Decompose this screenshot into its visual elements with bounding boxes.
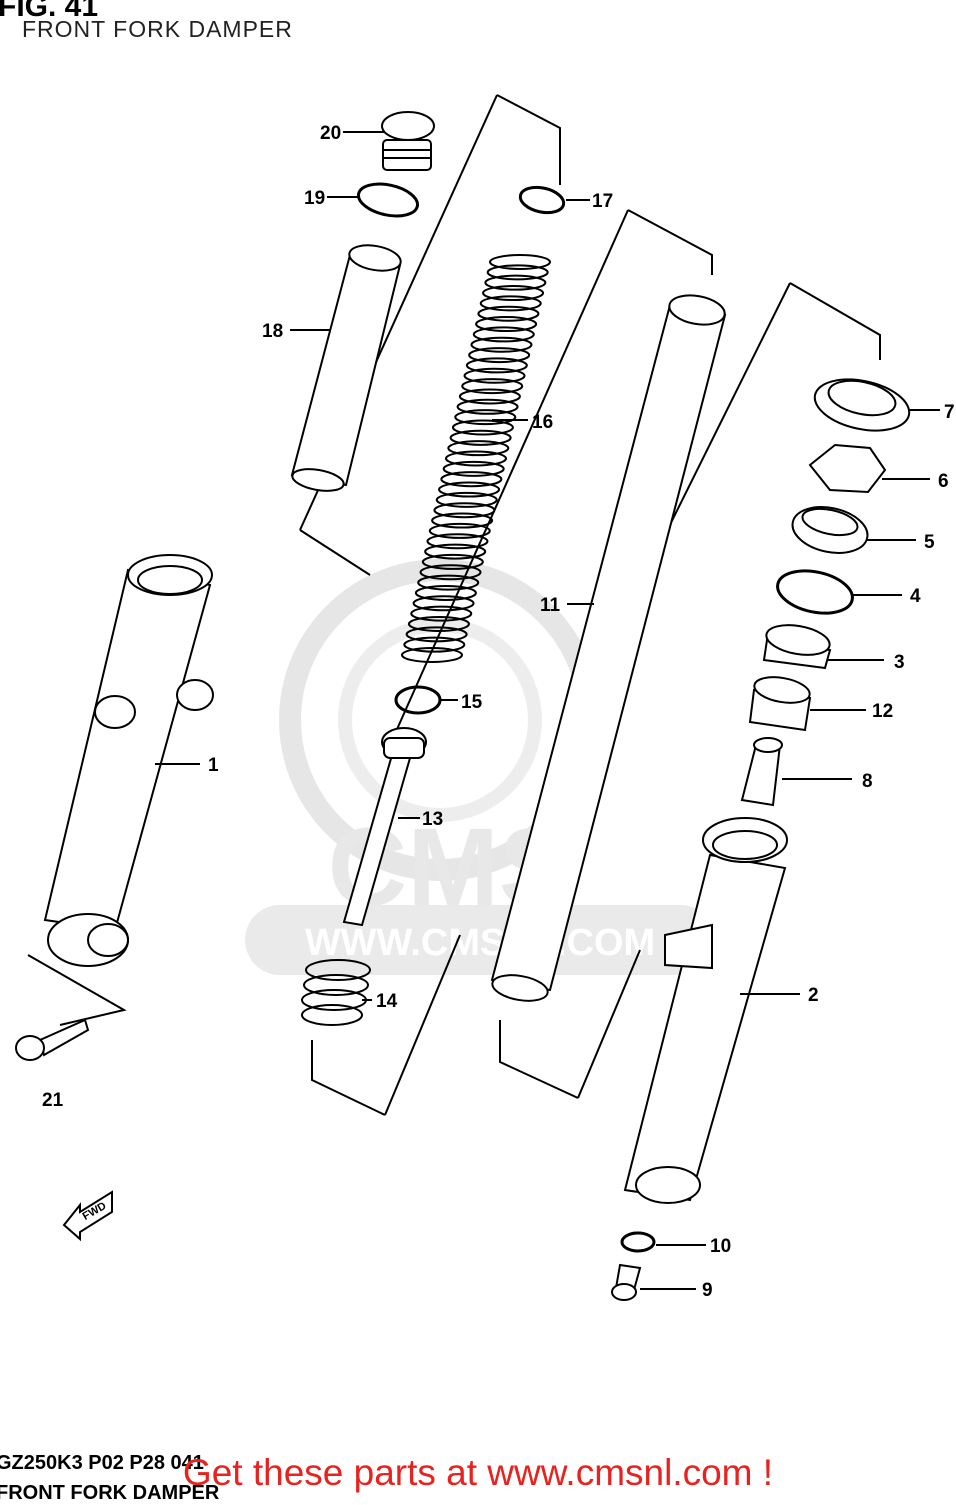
part-washer-10 — [620, 1231, 656, 1253]
callout-10: 10 — [710, 1236, 731, 1257]
part-outer-tube-left — [43, 554, 214, 967]
callout-13: 13 — [422, 809, 443, 830]
callout-4: 4 — [910, 586, 921, 607]
part-stopper-ring — [808, 443, 887, 494]
part-bushing-3 — [762, 624, 832, 670]
part-bolt-9 — [611, 1263, 642, 1301]
part-washer-4 — [776, 569, 854, 615]
part-spacer — [290, 244, 402, 492]
fwd-arrow-icon: FWD — [62, 1190, 113, 1242]
part-rebound-spring — [301, 959, 371, 1026]
part-outer-tube-right — [623, 817, 788, 1204]
part-inner-tube — [490, 294, 727, 1002]
callout-8: 8 — [862, 771, 873, 792]
figure-title: FRONT FORK DAMPER — [22, 16, 293, 42]
watermark: CMS WWW.CMSNL.COM — [245, 559, 715, 975]
callout-5: 5 — [924, 532, 935, 553]
part-fork-spring — [401, 254, 552, 663]
part-bolt-21 — [15, 1018, 90, 1061]
callout-14: 14 — [376, 991, 398, 1012]
callout-19: 19 — [304, 188, 325, 209]
promo-link[interactable]: Get these parts at www.cmsnl.com ! — [182, 1452, 774, 1493]
callout-20: 20 — [320, 123, 341, 144]
callout-labels: 20 19 17 18 16 11 15 13 14 1 21 7 6 5 4 … — [42, 123, 955, 1301]
figure-number: FIG. 41 — [0, 0, 99, 23]
watermark-url: WWW.CMSNL.COM — [305, 922, 655, 964]
part-o-ring-19 — [356, 182, 420, 218]
callout-18: 18 — [262, 321, 283, 342]
callout-3: 3 — [894, 652, 905, 673]
part-oil-lock-piece — [740, 737, 783, 807]
model-code: GZ250K3 P02 P28 041 — [0, 1452, 204, 1474]
leader-lines — [155, 131, 940, 1290]
part-cap-bolt — [381, 111, 435, 171]
callout-17: 17 — [592, 191, 613, 212]
part-oil-seal — [791, 506, 869, 554]
callout-21: 21 — [42, 1090, 64, 1111]
part-damper-rod — [342, 727, 427, 927]
callout-16: 16 — [532, 412, 553, 433]
part-dust-seal — [813, 378, 911, 432]
callout-11: 11 — [540, 595, 561, 616]
callout-9: 9 — [702, 1280, 713, 1301]
callout-7: 7 — [944, 402, 955, 423]
callout-1: 1 — [208, 755, 219, 776]
part-bushing-12 — [748, 676, 812, 732]
callout-15: 15 — [461, 692, 483, 713]
part-ring-15 — [394, 685, 442, 715]
model-caption: FRONT FORK DAMPER — [0, 1482, 220, 1504]
callout-6: 6 — [938, 471, 949, 492]
part-washer-17 — [518, 185, 566, 215]
callout-2: 2 — [808, 985, 819, 1006]
callout-12: 12 — [872, 701, 893, 722]
